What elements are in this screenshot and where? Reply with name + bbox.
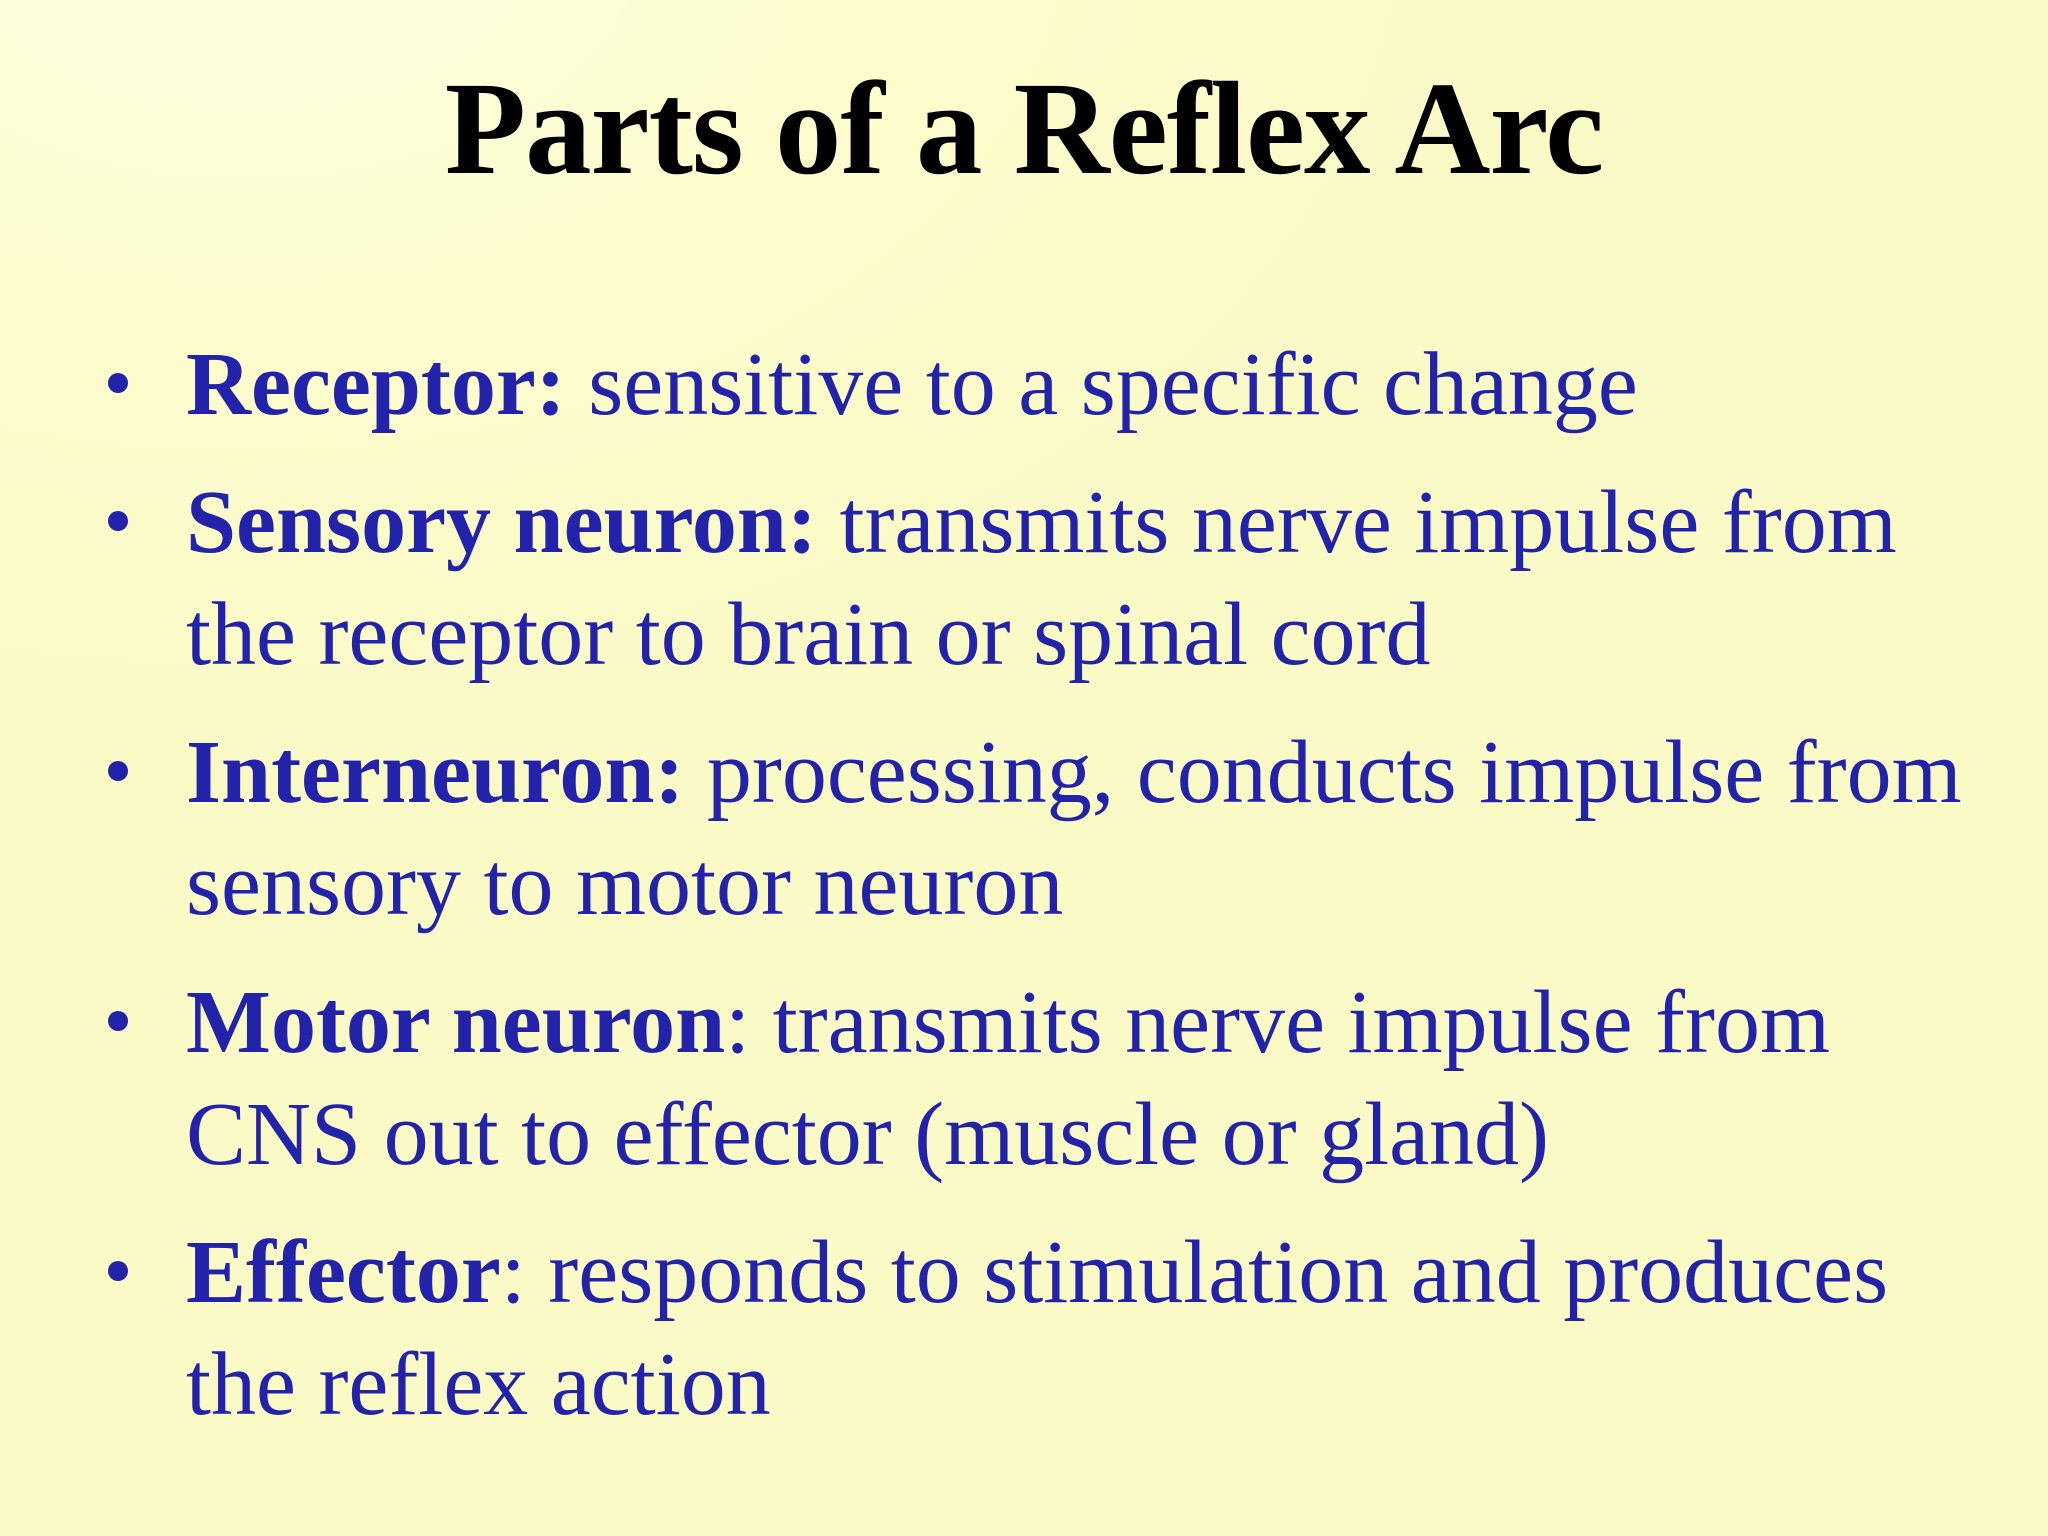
bullet-line: sensory to motor neuron (186, 835, 1064, 935)
bullet-item-receptor: Receptor: sensitive to a specific change (0, 329, 2048, 441)
bullet-text: : responds to stimulation and produces (500, 1223, 1889, 1323)
bullet-line: the receptor to brain or spinal cord (186, 585, 1431, 685)
bullet-icon (108, 1261, 128, 1282)
bullet-list: Receptor: sensitive to a specific change… (0, 329, 2048, 1441)
bullet-icon (108, 1011, 128, 1032)
bullet-line: Motor neuron: transmits nerve impulse fr… (186, 967, 2048, 1079)
bullet-line: the reflex action (186, 1335, 771, 1435)
bullet-text: : transmits nerve impulse from (725, 973, 1830, 1073)
bullet-item-motor-neuron: Motor neuron: transmits nerve impulse fr… (0, 967, 2048, 1191)
bullet-icon (108, 373, 128, 394)
bullet-term: Sensory neuron: (186, 473, 817, 573)
bullet-term: Receptor: (186, 335, 566, 435)
bullet-line: Interneuron: processing, conducts impuls… (186, 717, 2048, 829)
bullet-text: processing, conducts impulse from (684, 723, 1962, 823)
bullet-icon (108, 761, 128, 782)
slide-title: Parts of a Reflex Arc (444, 54, 1604, 202)
bullet-item-effector: Effector: responds to stimulation and pr… (0, 1217, 2048, 1441)
bullet-term: Motor neuron (186, 973, 726, 1073)
bullet-item-sensory-neuron: Sensory neuron: transmits nerve impulse … (0, 467, 2048, 691)
bullet-line: CNS out to effector (muscle or gland) (186, 1085, 1550, 1185)
bullet-icon (108, 511, 128, 532)
bullet-term: Effector (186, 1223, 501, 1323)
bullet-text: transmits nerve impulse from (816, 473, 1897, 573)
bullet-term: Interneuron: (186, 723, 685, 823)
bullet-line: Receptor: sensitive to a specific change (186, 329, 2048, 441)
bullet-text: sensitive to a specific change (565, 335, 1638, 435)
bullet-line: Effector: responds to stimulation and pr… (186, 1217, 2048, 1329)
bullet-line: Sensory neuron: transmits nerve impulse … (186, 467, 2048, 579)
bullet-item-interneuron: Interneuron: processing, conducts impuls… (0, 717, 2048, 941)
